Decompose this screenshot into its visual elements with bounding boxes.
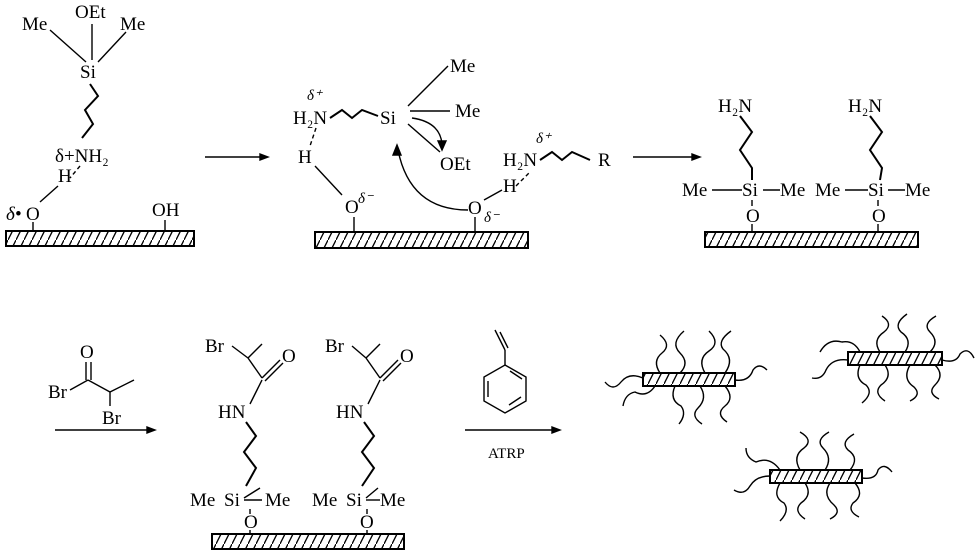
oxygen-label: O bbox=[26, 204, 40, 225]
oxygen-label: O bbox=[400, 346, 414, 367]
partial-charge-label: δ• bbox=[6, 204, 21, 225]
methyl-label: Me bbox=[190, 490, 215, 511]
initiator-unit: Br O HN Me Si Me O bbox=[190, 336, 296, 534]
methyl-label: Me bbox=[22, 14, 47, 35]
step2-condensation: δ⁺ H₂N Si Me Me OEt H O δ⁻ δ⁺ H₂N R H O … bbox=[293, 56, 611, 249]
r-group-label: R bbox=[598, 150, 611, 171]
bromoisobutyryl-bromide-reagent: O Br Br bbox=[48, 342, 135, 429]
bromine-label: Br bbox=[325, 336, 345, 357]
aminosilane-unit: H₂N Me Si Me O bbox=[815, 96, 930, 232]
oxygen-label: O bbox=[468, 198, 482, 219]
step1-silane-adsorption: Me OEt Me Si δ+NH₂ H δ• O OH bbox=[5, 2, 195, 247]
amine-label: H₂N bbox=[503, 150, 537, 171]
styrene-monomer bbox=[483, 329, 527, 414]
oxygen-label: O bbox=[244, 512, 258, 533]
bromine-label: Br bbox=[205, 336, 225, 357]
atrp-condition-label: ATRP bbox=[488, 446, 525, 462]
initiator-unit: Br O HN Me Si Me O bbox=[312, 336, 414, 534]
methyl-label: Me bbox=[450, 56, 475, 77]
grafted-sheet bbox=[733, 431, 893, 522]
grafted-sheet bbox=[604, 330, 768, 425]
oxygen-label: O bbox=[360, 512, 374, 533]
methyl-label: Me bbox=[455, 101, 480, 122]
oxygen-label: O bbox=[282, 346, 296, 367]
methyl-label: Me bbox=[380, 490, 405, 511]
oxygen-label: O bbox=[80, 342, 94, 363]
oxygen-label: O bbox=[872, 206, 886, 227]
methyl-label: Me bbox=[312, 490, 337, 511]
silicon-label: Si bbox=[80, 62, 96, 83]
hydrogen-label: H bbox=[503, 176, 517, 197]
ethoxy-label: OEt bbox=[440, 154, 471, 175]
amine-label: H₂N bbox=[718, 96, 752, 117]
hydrogen-label: H bbox=[298, 147, 312, 168]
methyl-label: Me bbox=[905, 180, 930, 201]
methyl-label: Me bbox=[815, 180, 840, 201]
oxygen-label: O bbox=[345, 197, 359, 218]
silicon-label: Si bbox=[868, 180, 884, 201]
oxygen-label: O bbox=[746, 206, 760, 227]
polymer-grafted-sheets bbox=[604, 313, 975, 522]
partial-charge-label: δ⁻ bbox=[484, 210, 500, 226]
silicon-label: Si bbox=[380, 108, 396, 129]
methyl-label: Me bbox=[682, 180, 707, 201]
silicon-label: Si bbox=[346, 490, 362, 511]
bromine-label: Br bbox=[48, 382, 68, 403]
substrate-surface bbox=[704, 231, 919, 248]
step4-initiator-surface: Br O HN Me Si Me O Br O HN Me Si Me bbox=[190, 336, 414, 550]
amide-nh-label: HN bbox=[218, 402, 246, 423]
silicon-label: Si bbox=[742, 180, 758, 201]
methyl-label: Me bbox=[265, 490, 290, 511]
step3-aminosilane-surface: H₂N Me Si Me O H₂N Me Si Me O bbox=[682, 96, 930, 248]
amide-nh-label: HN bbox=[336, 402, 364, 423]
methyl-label: Me bbox=[780, 180, 805, 201]
hydroxyl-label: OH bbox=[152, 200, 180, 221]
aminosilane-unit: H₂N Me Si Me O bbox=[682, 96, 805, 232]
ammonium-label: δ+NH₂ bbox=[55, 146, 109, 167]
substrate-surface bbox=[5, 230, 195, 247]
partial-charge-label: δ⁺ bbox=[536, 131, 552, 147]
partial-charge-label: δ⁻ bbox=[358, 191, 374, 207]
partial-charge-label: δ⁺ bbox=[307, 88, 323, 104]
substrate-surface bbox=[211, 533, 405, 550]
bromine-label: Br bbox=[102, 408, 122, 429]
grafted-sheet bbox=[811, 313, 975, 404]
ethoxy-label: OEt bbox=[75, 2, 106, 23]
hydrogen-label: H bbox=[58, 166, 72, 187]
substrate-surface bbox=[314, 231, 529, 249]
amine-label: H₂N bbox=[293, 108, 327, 129]
amine-label: H₂N bbox=[848, 96, 882, 117]
methyl-label: Me bbox=[120, 14, 145, 35]
silicon-label: Si bbox=[224, 490, 240, 511]
